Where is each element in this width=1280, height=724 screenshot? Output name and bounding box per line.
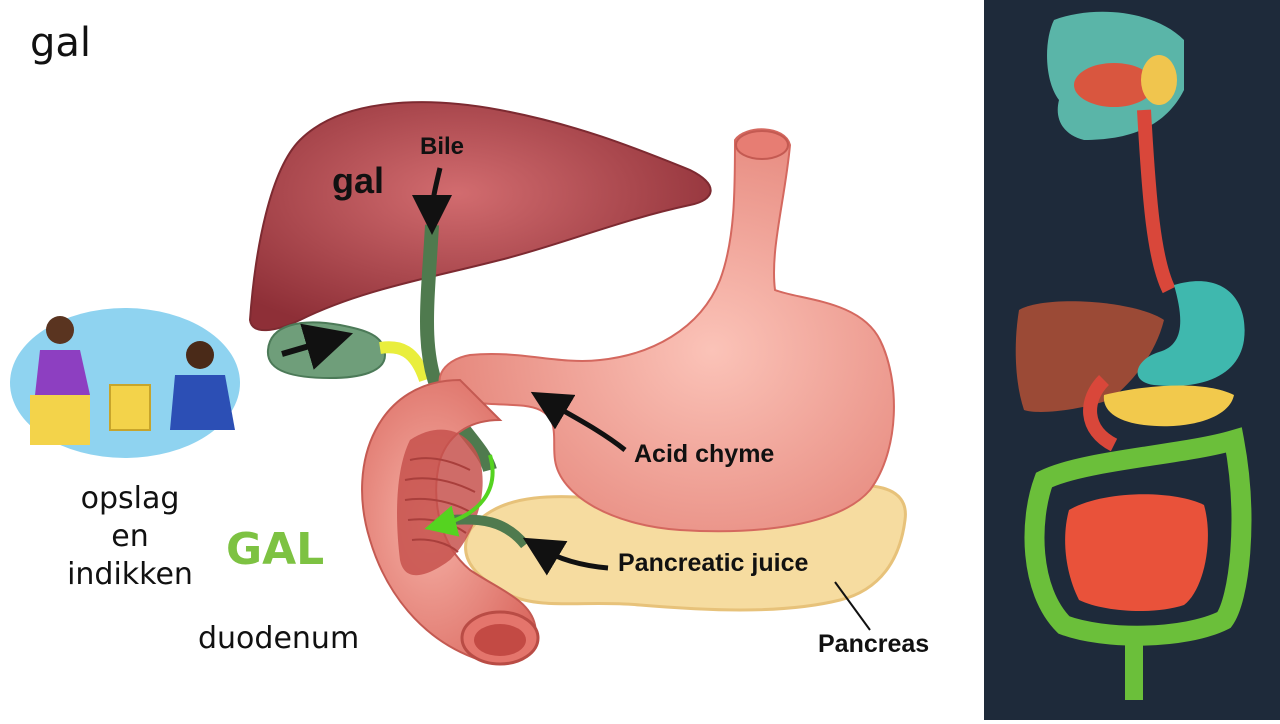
duodenum-small (1083, 375, 1118, 452)
bile-arrow (412, 167, 453, 235)
gal-green-label: GAL (226, 524, 325, 575)
liver-shape (248, 101, 712, 332)
storage-clipart (10, 308, 240, 458)
small-intestine (1065, 494, 1208, 612)
salivary-gland (1141, 55, 1177, 105)
duodenum-label: duodenum (198, 621, 360, 656)
stomach-shape (438, 128, 895, 533)
digestive-anatomy-diagram (10, 101, 907, 666)
digestive-system-panel (984, 0, 1280, 720)
cystic-duct (379, 341, 431, 383)
acid-chyme-arrow (530, 391, 627, 452)
acid-chyme-label: Acid chyme (634, 440, 775, 468)
green-bile-arrow (424, 454, 495, 537)
storage-line: indikken (67, 557, 193, 592)
bile-label: Bile (420, 133, 465, 160)
esophagus-opening (735, 130, 789, 160)
pancreatic-juice-arrow (522, 537, 609, 576)
digestive-system-illustration (1015, 11, 1252, 700)
large-intestine (1024, 427, 1252, 646)
pancreas-label: Pancreas (818, 630, 930, 658)
esophagus (1137, 109, 1176, 294)
pancreas-small (1103, 385, 1234, 427)
storage-line: en (111, 519, 149, 554)
storage-label: opslag en indikken (40, 480, 220, 594)
slide-title: gal (30, 20, 92, 66)
pancreatic-juice-label: Pancreatic juice (618, 549, 809, 577)
duodenum-folds (404, 457, 476, 553)
gal-liver-label: gal (332, 160, 385, 201)
liver-small (1015, 301, 1164, 412)
pancreas-leader-line (834, 581, 871, 631)
duodenum-lumen (474, 624, 526, 656)
gallbladder-arrow (281, 323, 354, 370)
storage-line: opslag (80, 481, 180, 516)
mouth-shape (1074, 63, 1154, 107)
stomach-small (1137, 281, 1245, 386)
